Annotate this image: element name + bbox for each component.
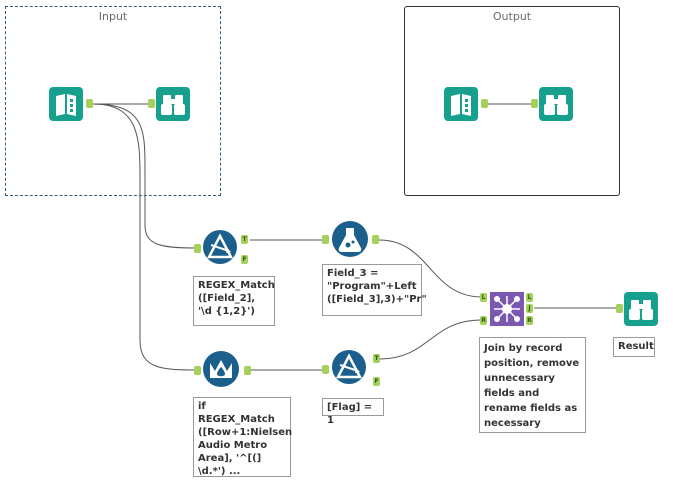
- false-anchor[interactable]: F: [241, 255, 248, 264]
- input-container-title: Input: [98, 10, 128, 23]
- true-anchor[interactable]: T: [373, 354, 380, 363]
- input-anchor[interactable]: [148, 99, 155, 108]
- output-anchor[interactable]: [86, 99, 93, 108]
- book-icon: [49, 87, 83, 121]
- book-icon: [444, 87, 478, 121]
- join-output-anchor[interactable]: J: [526, 304, 533, 313]
- input-anchor[interactable]: [531, 99, 538, 108]
- true-anchor[interactable]: T: [241, 235, 248, 244]
- regex-filter-annotation: REGEX_Match ([Field_2], '\d {1,2}'): [193, 276, 275, 326]
- output-anchor[interactable]: [481, 99, 488, 108]
- multi-row-formula-tool[interactable]: [194, 350, 254, 390]
- input-anchor[interactable]: [194, 366, 201, 375]
- flag-filter-annotation: [Flag] = 1: [322, 398, 384, 426]
- right-input-anchor[interactable]: R: [480, 316, 487, 325]
- input-data-tool-output[interactable]: [443, 86, 489, 122]
- binoculars-icon: [539, 87, 573, 121]
- flask-icon: [332, 221, 368, 257]
- output-anchor[interactable]: [244, 366, 251, 375]
- join-multiple-tool[interactable]: L R L J R: [480, 291, 542, 327]
- input-container[interactable]: Input: [5, 6, 221, 196]
- crown-icon: [203, 351, 239, 387]
- input-data-tool[interactable]: [48, 86, 94, 122]
- join-network-icon: [490, 292, 524, 326]
- output-container[interactable]: Output: [404, 6, 620, 196]
- multirow-annotation: if REGEX_Match ([Row+1:Nielsen Audio Met…: [193, 397, 292, 477]
- binoculars-icon: [156, 87, 190, 121]
- output-container-title: Output: [492, 10, 532, 23]
- left-output-anchor[interactable]: L: [526, 293, 533, 302]
- binoculars-icon: [624, 292, 658, 326]
- input-anchor[interactable]: [322, 365, 329, 374]
- input-anchor[interactable]: [616, 304, 623, 313]
- formula-annotation: Field_3 = "Program"+Left ([Field_3],3)+"…: [322, 264, 427, 316]
- browse-tool-input[interactable]: [148, 86, 194, 122]
- formula-tool[interactable]: [322, 220, 382, 260]
- browse-tool-output[interactable]: [531, 86, 577, 122]
- browse-tool-result[interactable]: [616, 291, 662, 327]
- regex-filter-tool[interactable]: T F: [194, 229, 252, 267]
- output-anchor[interactable]: [372, 235, 379, 244]
- filter-icon: [203, 230, 237, 264]
- result-annotation: Result: [613, 337, 655, 357]
- flag-filter-tool[interactable]: T F: [322, 349, 382, 389]
- input-anchor[interactable]: [194, 244, 201, 253]
- false-anchor[interactable]: F: [373, 377, 380, 386]
- join-annotation: Join by record position, remove unnecess…: [479, 337, 586, 433]
- input-anchor[interactable]: [322, 235, 329, 244]
- right-output-anchor[interactable]: R: [526, 316, 533, 325]
- filter-icon: [332, 350, 366, 384]
- left-input-anchor[interactable]: L: [480, 293, 487, 302]
